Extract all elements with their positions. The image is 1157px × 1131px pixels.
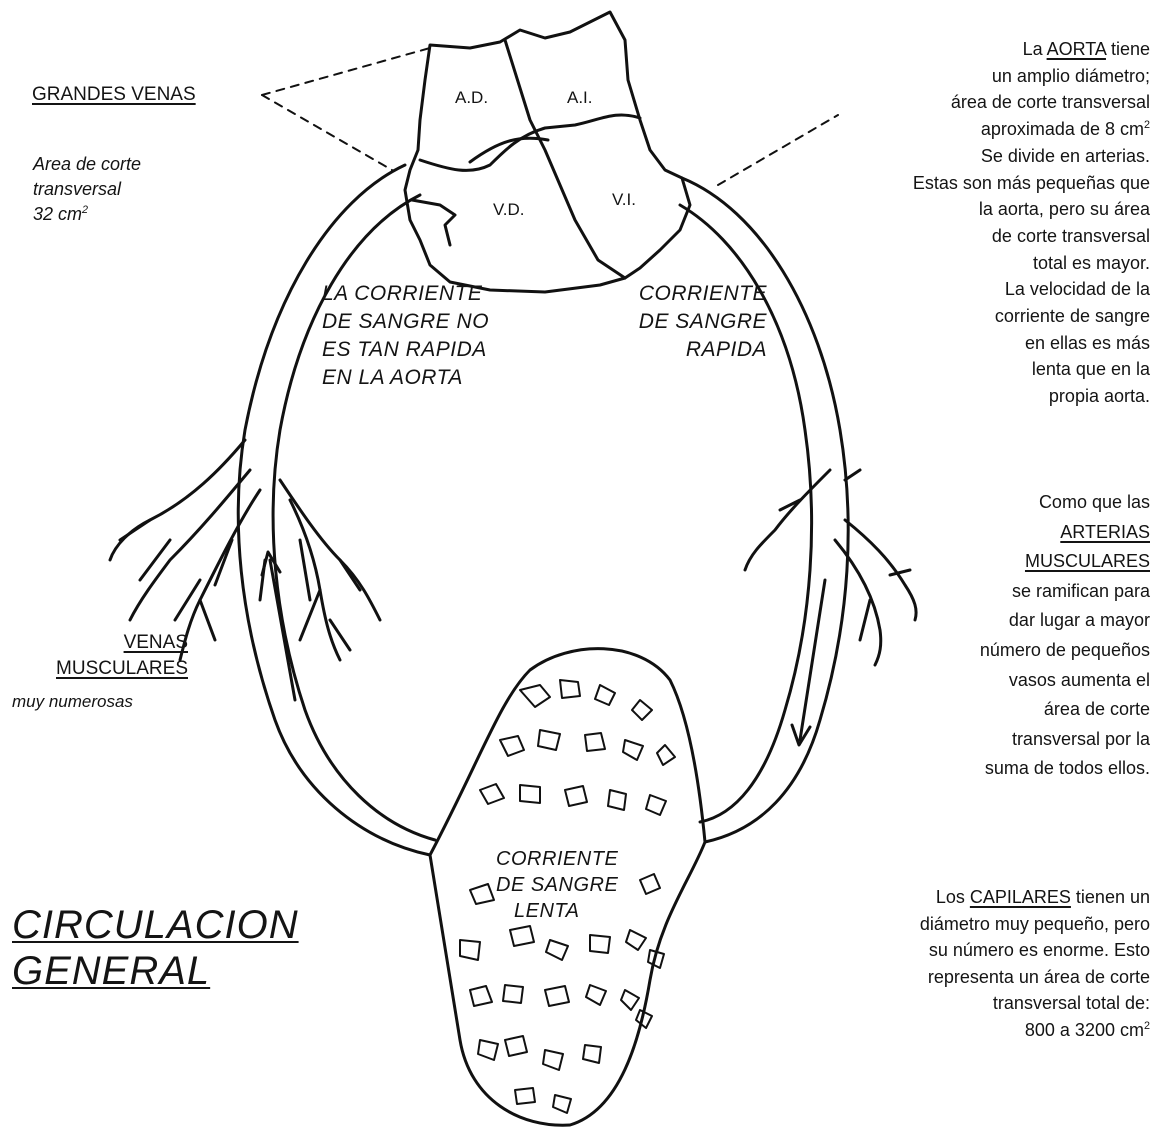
heart-outline — [405, 12, 690, 292]
grandes-venas-label: GRANDES VENAS — [32, 84, 196, 106]
left-vein-branches — [110, 440, 380, 660]
capilares-keyword: CAPILARES — [970, 887, 1071, 907]
venas-musculares-note: muy numerosas — [12, 692, 133, 712]
diagram-title: CIRCULACION GENERAL — [12, 902, 299, 994]
venas-musculares-label: VENAS MUSCULARES — [56, 630, 188, 682]
aorta-flow-label: LA CORRIENTE DE SANGRE NO ES TAN RAPIDA … — [322, 280, 489, 392]
veins-area-note: Area de corte transversal 32 cm2 — [33, 152, 141, 227]
fast-flow-label: CORRIENTE DE SANGRE RAPIDA — [639, 280, 767, 364]
musculares-keyword: MUSCULARES — [980, 547, 1150, 577]
arteries-loop — [680, 178, 848, 842]
right-artery-branches — [745, 470, 916, 665]
arterias-keyword: ARTERIAS — [980, 518, 1150, 548]
arterias-note: Como que las ARTERIAS MUSCULARES se rami… — [980, 488, 1150, 784]
chamber-label-vi: V.I. — [612, 190, 636, 210]
chamber-label-vd: V.D. — [493, 200, 525, 220]
veins-loop — [238, 165, 435, 855]
aorta-note: La AORTA tiene un amplio diámetro; área … — [913, 36, 1150, 410]
capillary-flow-label: CORRIENTE DE SANGRE LENTA — [496, 846, 618, 924]
capilares-note: Los CAPILARES tienen un diámetro muy peq… — [920, 884, 1150, 1043]
aorta-keyword: AORTA — [1047, 39, 1106, 59]
chamber-label-ai: A.I. — [567, 88, 593, 108]
chamber-label-ad: A.D. — [455, 88, 488, 108]
flow-arrows — [262, 552, 825, 745]
